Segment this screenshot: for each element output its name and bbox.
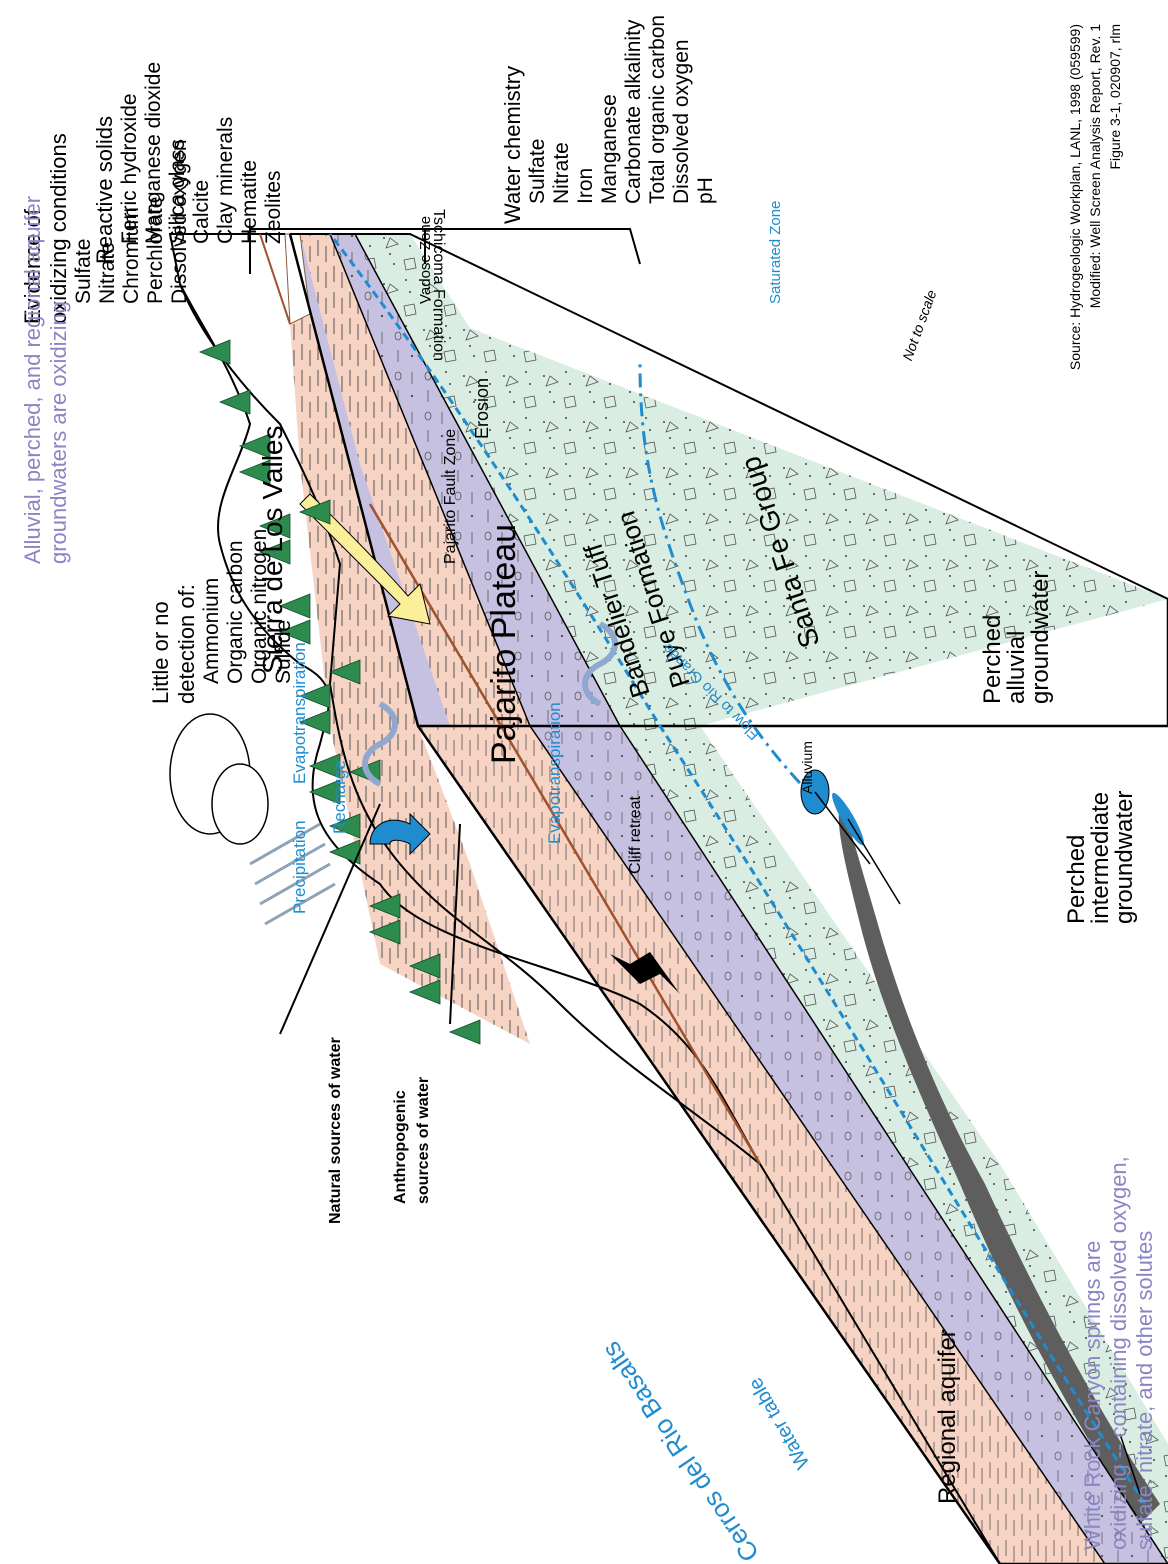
svg-text:Hematite: Hematite — [238, 160, 261, 244]
precipitation-label: Precipitation — [290, 820, 309, 914]
svg-text:Iron: Iron — [574, 168, 597, 204]
svg-text:Zeolites: Zeolites — [262, 170, 285, 244]
anthropogenic-label: Anthropogenic sources of water — [392, 1077, 432, 1204]
svg-text:Calcite: Calcite — [190, 180, 213, 244]
svg-text:Little or no: Little or no — [148, 601, 173, 704]
svg-text:Sulfate: Sulfate — [526, 139, 549, 204]
erosion-label: Erosion — [472, 378, 492, 439]
svg-text:groundwaters are oxidizing: groundwaters are oxidizing — [46, 301, 71, 564]
not-to-scale-label: Not to scale — [899, 287, 939, 362]
svg-text:White Rock Canyon springs are: White Rock Canyon springs are — [1080, 1241, 1105, 1550]
svg-text:intermediate: intermediate — [1087, 792, 1114, 924]
svg-text:Ammonium: Ammonium — [200, 578, 223, 684]
alluvium-label: Alluvium — [799, 741, 815, 794]
svg-text:sulfate, nitrate, and other so: sulfate, nitrate, and other solutes — [1132, 1231, 1157, 1550]
perched-intermediate-label: Perched intermediate groundwater — [1063, 791, 1138, 924]
svg-text:Alluvial, perched, and regiona: Alluvial, perched, and regional aquifer — [20, 196, 45, 564]
svg-text:Anthropogenic: Anthropogenic — [392, 1090, 409, 1204]
svg-text:sources of water: sources of water — [415, 1077, 432, 1204]
springs-note: White Rock Canyon springs are oxidizing … — [1080, 1156, 1157, 1550]
recharge-label: Recharge — [330, 760, 349, 834]
svg-text:Dissolved oxygen: Dissolved oxygen — [670, 39, 693, 204]
svg-text:Source: Hydrogeologic Workplan: Source: Hydrogeologic Workplan, LANL, 19… — [1067, 24, 1083, 370]
svg-text:Clay minerals: Clay minerals — [214, 117, 237, 244]
regional-aquifer-label: Regional aquifer — [934, 1329, 961, 1504]
source-note: Source: Hydrogeologic Workplan, LANL, 19… — [1067, 24, 1123, 370]
svg-text:Total organic carbon: Total organic carbon — [646, 15, 669, 204]
water-chemistry-note: Water chemistry Sulfate Nitrate Iron Man… — [500, 15, 717, 224]
evap-label-2: Evapotranspiration — [545, 702, 564, 844]
svg-text:Carbonate alkalinity: Carbonate alkalinity — [622, 19, 645, 204]
svg-text:Manganese: Manganese — [598, 94, 621, 204]
plateau-label: Pajarito Plateau — [485, 524, 523, 764]
svg-text:Perched: Perched — [979, 615, 1006, 704]
svg-text:Nitrate: Nitrate — [550, 142, 573, 204]
svg-text:groundwater: groundwater — [1027, 571, 1054, 704]
svg-text:Ferric hydroxide: Ferric hydroxide — [118, 93, 141, 244]
svg-text:Manganese dioxide: Manganese dioxide — [142, 62, 165, 244]
svg-text:Organic carbon: Organic carbon — [224, 540, 247, 684]
sierra-label: Sierra de Los Valles — [257, 426, 288, 675]
svg-text:oxidizing -- containing dissol: oxidizing -- containing dissolved oxygen… — [1106, 1156, 1131, 1550]
svg-text:detection of:: detection of: — [174, 584, 199, 704]
svg-text:alluvial: alluvial — [1003, 631, 1030, 704]
vadose-label: Vadose Zone — [417, 216, 434, 304]
fault-zone-label: Pajarito Fault Zone — [442, 429, 459, 564]
svg-text:Water chemistry: Water chemistry — [500, 66, 525, 224]
svg-text:pH: pH — [694, 177, 717, 204]
svg-text:Figure 3-1, 020907, rlm: Figure 3-1, 020907, rlm — [1107, 24, 1123, 170]
svg-text:groundwater: groundwater — [1111, 791, 1138, 924]
evap-label-1: Evapotranspiration — [290, 642, 309, 784]
cliff-label: Cliff retreat — [627, 795, 644, 874]
svg-text:Silica glass: Silica glass — [166, 139, 189, 244]
cloud-icon — [170, 714, 268, 844]
svg-text:Reactive solids: Reactive solids — [92, 116, 117, 264]
cerros-label: Cerros del Rio Basalts — [595, 1336, 765, 1564]
svg-text:Perched: Perched — [1063, 835, 1090, 924]
svg-text:oxidizing conditions: oxidizing conditions — [46, 133, 71, 324]
natural-sources-label: Natural sources of water — [327, 1037, 344, 1224]
water-table-label: Water table — [745, 1374, 815, 1473]
reactive-solids-note: Reactive solids Ferric hydroxide Mangane… — [92, 62, 285, 264]
svg-text:Modified: Well Screen Analysis: Modified: Well Screen Analysis Report, R… — [1087, 24, 1103, 308]
saturated-label: Saturated Zone — [767, 201, 784, 304]
